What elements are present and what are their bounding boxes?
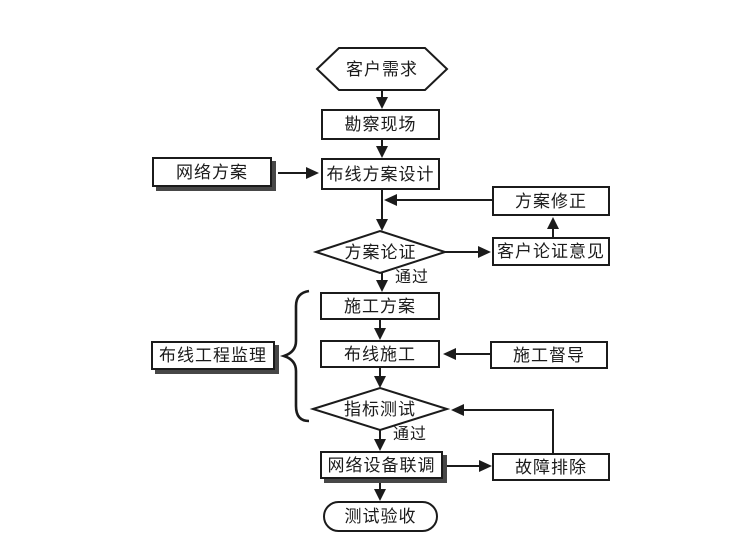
node-project-supervision: 布线工程监理 xyxy=(151,341,275,370)
node-construction-plan: 施工方案 xyxy=(320,292,440,320)
node-test-acceptance: 测试验收 xyxy=(323,501,438,532)
node-cabling-design: 布线方案设计 xyxy=(321,158,440,190)
hexagon-customer-demand xyxy=(315,47,449,91)
node-customer-opinion: 客户论证意见 xyxy=(492,237,610,266)
node-construction-plan-label: 施工方案 xyxy=(344,296,416,316)
node-plan-revision-label: 方案修正 xyxy=(515,191,587,211)
arrow-review-to-opinion xyxy=(445,246,491,258)
node-network-plan-label: 网络方案 xyxy=(176,162,248,182)
arrow-design-to-review xyxy=(376,190,388,231)
node-equipment-debug: 网络设备联调 xyxy=(320,451,443,479)
node-construction-supervision-label: 施工督导 xyxy=(513,345,585,365)
diamond-plan-review xyxy=(312,229,449,275)
diamond-index-test xyxy=(309,386,451,432)
edge-label-pass-1: 通过 xyxy=(395,269,430,286)
node-test-acceptance-label: 测试验收 xyxy=(344,507,417,526)
node-equipment-debug-label: 网络设备联调 xyxy=(327,455,436,475)
node-plan-revision: 方案修正 xyxy=(492,186,610,216)
node-construction-supervision: 施工督导 xyxy=(490,341,608,369)
node-troubleshooting-label: 故障排除 xyxy=(515,457,587,477)
node-cabling-design-label: 布线方案设计 xyxy=(326,164,435,184)
edge-label-pass-2: 通过 xyxy=(393,426,428,443)
arrow-survey-to-design xyxy=(376,140,388,158)
arrow-networkplan-to-design xyxy=(278,167,319,179)
arrow-debug-to-acceptance xyxy=(374,479,386,501)
curly-brace xyxy=(279,289,310,423)
node-site-survey: 勘察现场 xyxy=(321,109,440,140)
arrow-customer-to-survey xyxy=(376,90,388,109)
arrow-supervision-to-wiring xyxy=(443,348,490,360)
arrow-review-to-constructionplan xyxy=(376,273,388,292)
arrow-debug-to-troubleshooting xyxy=(447,460,492,472)
arrow-constructionplan-to-wiring xyxy=(374,320,386,340)
node-cabling-construction: 布线施工 xyxy=(320,340,440,368)
arrow-indextest-to-debug xyxy=(374,430,386,451)
node-project-supervision-label: 布线工程监理 xyxy=(159,346,267,365)
node-site-survey-label: 勘察现场 xyxy=(344,115,417,134)
node-cabling-construction-label: 布线施工 xyxy=(344,344,416,364)
arrow-troubleshooting-to-indextest xyxy=(451,404,554,453)
arrow-opinion-to-revision xyxy=(547,217,559,237)
arrow-revision-to-design-line xyxy=(384,194,492,206)
node-troubleshooting: 故障排除 xyxy=(492,453,610,481)
node-network-plan: 网络方案 xyxy=(152,157,272,187)
node-customer-opinion-label: 客户论证意见 xyxy=(497,242,605,261)
arrow-wiring-to-indextest xyxy=(374,368,386,388)
